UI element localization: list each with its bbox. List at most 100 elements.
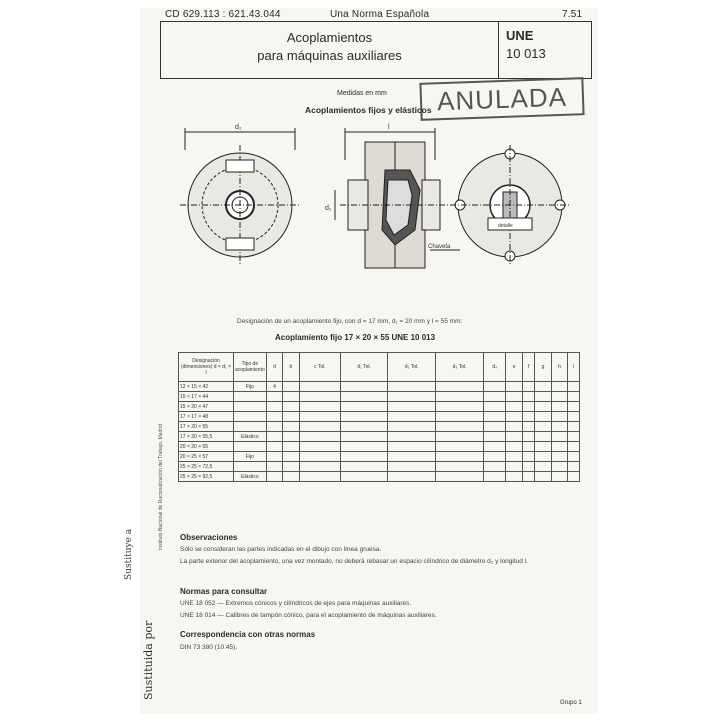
table-row: 15 × 17 × 44 <box>178 391 580 402</box>
correspondencia-heading: Correspondencia con otras normas <box>180 630 316 639</box>
table-cell <box>265 431 284 442</box>
table-cell: Fijo <box>233 381 267 392</box>
table-row: 17 × 17 × 48 <box>178 411 580 422</box>
table-cell <box>233 421 267 432</box>
table-cell <box>534 461 552 472</box>
table-cell <box>340 451 389 462</box>
table-cell: 17 × 20 × 55 <box>178 421 234 432</box>
table-cell <box>505 441 523 452</box>
table-cell <box>483 421 507 432</box>
table-header-row: Designación (dimensiones) d × d₁ × l Tip… <box>178 352 580 382</box>
table-cell <box>550 431 569 442</box>
table-cell <box>521 461 536 472</box>
table-cell <box>233 401 267 412</box>
header-cell: c Tol. <box>298 352 342 382</box>
table-cell <box>298 451 342 462</box>
table-cell <box>282 451 300 462</box>
table-cell <box>282 461 300 472</box>
table-cell <box>387 461 437 472</box>
table-cell <box>387 451 437 462</box>
table-cell: 20 × 25 × 57 <box>178 451 234 462</box>
measures-note: Medidas en mm <box>337 90 387 97</box>
table-cell <box>340 441 389 452</box>
page-number: 7.51 <box>562 9 583 20</box>
table-cell <box>567 441 580 452</box>
table-cell: 17 × 20 × 55,5 <box>178 431 234 442</box>
table-cell <box>567 451 580 462</box>
table-cell <box>483 411 507 422</box>
table-cell <box>435 381 485 392</box>
table-cell <box>265 461 284 472</box>
table-cell <box>505 461 523 472</box>
table-cell: 15 × 20 × 47 <box>178 401 234 412</box>
header-cell: i <box>567 352 580 382</box>
table-cell: 25 × 25 × 72,5 <box>178 461 234 472</box>
designation-title: Acoplamiento fijo 17 × 20 × 55 UNE 10 01… <box>275 333 436 342</box>
table-cell <box>298 461 342 472</box>
table-cell <box>505 401 523 412</box>
dimensions-table: Designación (dimensiones) d × d₁ × l Tip… <box>178 352 580 482</box>
header-cell: Designación (dimensiones) d × d₁ × l <box>178 352 234 382</box>
norma-2: UNE 18 014 — Calibres de tampón cónico, … <box>180 612 437 619</box>
table-cell <box>298 401 342 412</box>
table-cell <box>567 461 580 472</box>
table-cell <box>521 421 536 432</box>
table-cell <box>387 381 437 392</box>
table-cell <box>521 431 536 442</box>
correspondencia-1: DIN 73 380 (10.45). <box>180 644 238 651</box>
table-cell <box>550 471 569 482</box>
table-cell <box>505 451 523 462</box>
table-cell <box>435 401 485 412</box>
coupling-drawing: d₂ l d₁ Chaveta detalle <box>180 124 570 269</box>
dim-l-label: l <box>388 124 390 131</box>
table-cell <box>521 451 536 462</box>
table-cell <box>298 381 342 392</box>
table-cell <box>233 411 267 422</box>
anulada-stamp: ANULADA <box>419 77 585 121</box>
table-cell <box>387 431 437 442</box>
table-cell <box>282 441 300 452</box>
table-row: 15 × 20 × 47 <box>178 401 580 412</box>
table-cell <box>483 461 507 472</box>
table-cell <box>483 381 507 392</box>
cdu-code: CD 629.113 : 621.43.044 <box>165 9 281 20</box>
normas-heading: Normas para consultar <box>180 587 268 596</box>
table-cell <box>340 431 389 442</box>
table-cell <box>483 441 507 452</box>
table-cell: 25 × 25 × 92,5 <box>178 471 234 482</box>
table-cell <box>534 391 552 402</box>
table-cell <box>483 471 507 482</box>
table-cell <box>340 471 389 482</box>
table-cell <box>550 461 569 472</box>
margin-sustituida: Sustituida por <box>142 620 155 700</box>
table-cell <box>298 471 342 482</box>
table-cell: 20 × 20 × 65 <box>178 441 234 452</box>
table-cell <box>233 441 267 452</box>
table-row: 20 × 20 × 65 <box>178 441 580 452</box>
table-cell <box>567 431 580 442</box>
header-cell: g <box>534 352 552 382</box>
table-cell <box>265 401 284 412</box>
table-cell <box>340 411 389 422</box>
table-cell <box>265 421 284 432</box>
norma-1: UNE 18 052 — Extremos cónicos y cilíndri… <box>180 600 412 607</box>
observacion-2: La parte exterior del acoplamiento, una … <box>180 558 528 565</box>
callout-label: Chaveta <box>428 244 451 250</box>
table-cell <box>567 471 580 482</box>
table-cell: 4 <box>265 381 284 392</box>
table-cell <box>534 381 552 392</box>
table-cell <box>435 421 485 432</box>
table-cell <box>340 401 389 412</box>
table-cell <box>435 471 485 482</box>
table-cell <box>534 431 552 442</box>
table-cell <box>521 401 536 412</box>
table-cell <box>340 421 389 432</box>
header-cell: Tipo de acoplamiento <box>233 352 267 382</box>
table-cell <box>387 471 437 482</box>
table-cell <box>483 431 507 442</box>
margin-sustituye: Sustituye a <box>124 528 134 580</box>
header-cell: h <box>550 352 569 382</box>
table-cell <box>298 391 342 402</box>
table-cell <box>550 391 569 402</box>
